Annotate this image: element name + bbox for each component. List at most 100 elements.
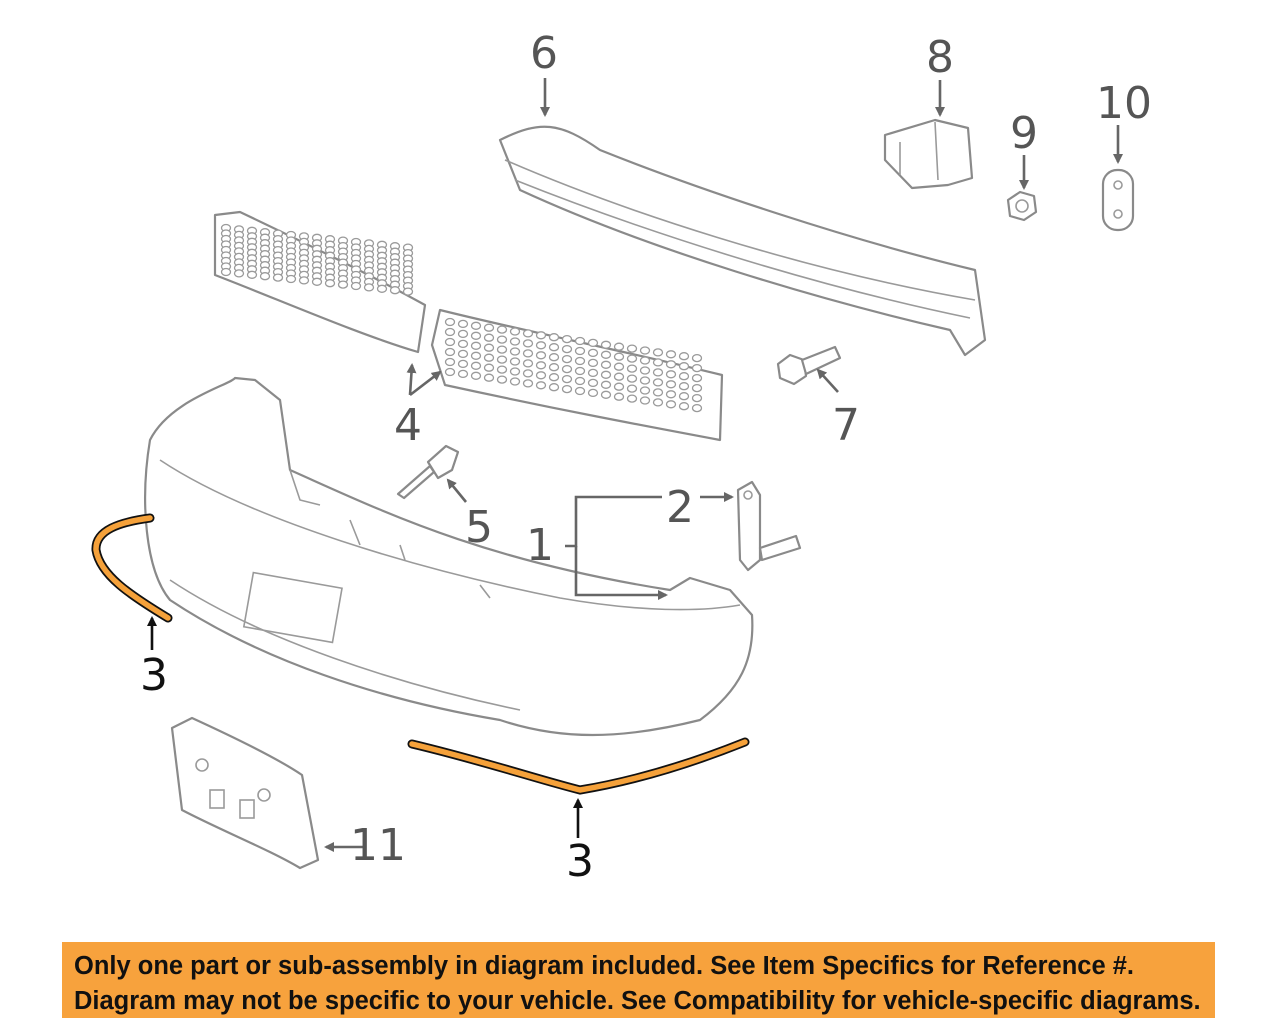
callout-3-bottom: 3: [566, 836, 594, 887]
callout-3-left: 3: [140, 650, 168, 701]
grille-cell: [561, 354, 573, 364]
grille-cell: [574, 356, 586, 366]
nut-part-9: [1006, 190, 1038, 222]
grille-cell: [587, 368, 599, 378]
grille-cell: [652, 348, 664, 357]
grille-cell: [272, 273, 284, 282]
grille-cell: [444, 367, 456, 377]
grille-cell: [678, 372, 690, 381]
grille-cell: [457, 319, 469, 329]
grille-cell: [626, 374, 638, 383]
grille-cell: [363, 283, 375, 292]
grille-cell: [298, 276, 310, 285]
grille-cell: [483, 333, 495, 342]
callout-8: 8: [926, 32, 954, 83]
grille-cell: [587, 378, 599, 388]
grille-cell: [587, 338, 599, 348]
grille-cell: [457, 359, 469, 369]
grille-cell: [457, 339, 469, 349]
grille-cell: [574, 336, 586, 346]
grille-cell: [691, 353, 703, 363]
grille-cell: [444, 317, 456, 327]
parts-diagram: 6 8 9 10 7 4 5 2 1 11 3 3: [91, 28, 1152, 887]
grille-left: [213, 210, 427, 354]
grille-cell: [324, 279, 336, 288]
grille-cell: [470, 341, 482, 350]
grille-cell: [457, 349, 469, 359]
grille-cell: [691, 403, 703, 413]
grille-cell: [535, 331, 547, 340]
grille-cell: [652, 358, 664, 367]
grille-cell: [246, 270, 258, 279]
grille-cell: [444, 327, 456, 337]
grille-cell: [639, 366, 651, 375]
grille-cell: [548, 343, 560, 352]
grille-cell: [613, 362, 625, 371]
disclaimer-line-1: Only one part or sub-assembly in diagram…: [74, 952, 1134, 980]
grille-cell: [613, 342, 625, 351]
grille-cell: [535, 361, 547, 370]
grille-cell: [470, 371, 482, 380]
grille-cell: [483, 343, 495, 352]
grille-cell: [522, 329, 534, 338]
grille-cell: [639, 356, 651, 365]
grille-cell: [574, 386, 586, 396]
grille-cell: [496, 345, 508, 354]
grille-cell: [496, 375, 508, 384]
grille-cell: [509, 327, 521, 336]
grille-cell: [574, 366, 586, 376]
callout-1: 1: [526, 520, 554, 571]
grille-cell: [233, 269, 245, 278]
callout-10: 10: [1096, 78, 1152, 129]
grille-cell: [600, 380, 612, 389]
grille-cell: [522, 339, 534, 348]
grille-cell: [483, 363, 495, 372]
grille-cell: [548, 333, 560, 342]
grille-cell: [337, 280, 349, 289]
grille-cell: [613, 382, 625, 391]
grille-cell: [613, 372, 625, 381]
grille-cell: [483, 373, 495, 382]
grille-cell: [483, 323, 495, 332]
bracket-part-8: [883, 118, 974, 190]
bumper-cover: [144, 376, 754, 737]
grille-cell: [496, 365, 508, 374]
grille-cell: [665, 370, 677, 379]
grille-cell: [600, 360, 612, 369]
moulding-left: [91, 513, 173, 623]
grille-cell: [613, 392, 625, 401]
grille-cell: [522, 369, 534, 378]
grille-cell: [376, 284, 388, 293]
grille-cell: [574, 376, 586, 386]
grille-cell: [691, 393, 703, 403]
grille-cell: [678, 382, 690, 391]
license-bracket-part-11: [170, 716, 320, 870]
grille-cell: [691, 363, 703, 373]
grille-cell: [626, 394, 638, 403]
grille-cell: [561, 374, 573, 384]
grille-cell: [470, 351, 482, 360]
callout-11: 11: [350, 820, 406, 871]
grille-cell: [509, 377, 521, 386]
grille-cell: [626, 354, 638, 363]
grille-cell: [470, 331, 482, 340]
grille-cell: [665, 350, 677, 359]
moulding-bottom: [407, 737, 750, 795]
grille-cell: [522, 379, 534, 388]
grille-cell: [561, 344, 573, 354]
grille-cell: [678, 402, 690, 411]
grille-cell: [639, 346, 651, 355]
grille-cell: [535, 351, 547, 360]
grille-cell: [509, 367, 521, 376]
grille-cell: [535, 341, 547, 350]
grille-cell: [496, 355, 508, 364]
grille-cell: [665, 380, 677, 389]
grille-cell: [665, 360, 677, 369]
callout-9: 9: [1010, 108, 1038, 159]
grille-cell: [587, 348, 599, 358]
grille-cell: [496, 325, 508, 334]
grille-cell: [509, 357, 521, 366]
grille-cell: [509, 347, 521, 356]
callout-6: 6: [530, 28, 558, 79]
grille-cell: [548, 383, 560, 392]
